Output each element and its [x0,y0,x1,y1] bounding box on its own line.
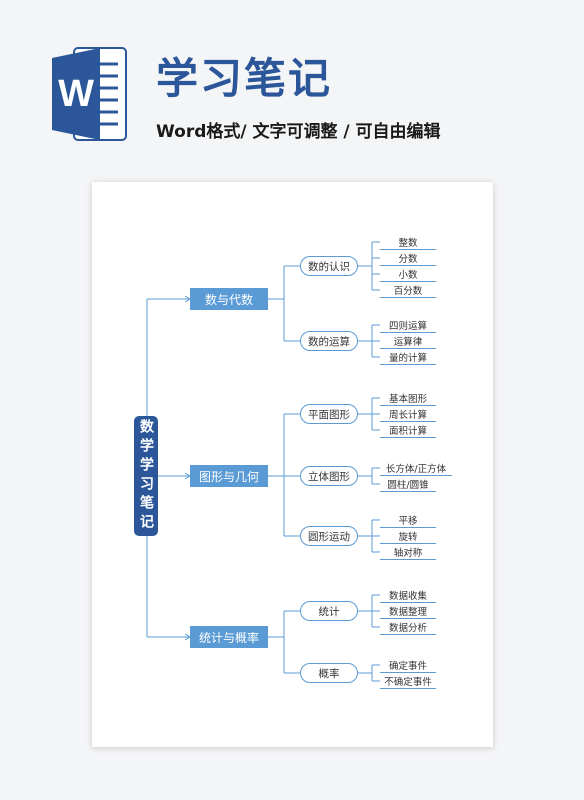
leaf-item: 数据整理 [380,604,436,619]
leaf-item: 平移 [380,513,436,528]
leaf-item: 数据分析 [380,620,436,635]
leaf-item: 量的计算 [380,350,436,365]
document-page: 数学学习笔记 数与代数 数的认识 整数分数小数百分数数的运算 四则运算运算律量的计算图形… [92,182,493,747]
topic-node: 统计 [300,601,358,621]
leaf-item: 分数 [380,251,436,266]
leaf-item: 不确定事件 [380,674,436,689]
branch-node-2: 图形与几何 [190,465,268,487]
leaf-item: 整数 [380,235,436,250]
leaf-item: 长方体/正方体 [380,461,452,476]
page-subtitle: Word格式/ 文字可调整 / 可自由编辑 [156,122,441,142]
word-logo-letter: W [58,73,94,115]
leaf-item: 面积计算 [380,423,436,438]
leaf-item: 小数 [380,267,436,282]
leaf-item: 百分数 [380,283,436,298]
topic-node: 平面图形 [300,404,358,424]
leaf-item: 周长计算 [380,407,436,422]
word-logo-icon: W [52,47,127,141]
leaf-item: 轴对称 [380,545,436,560]
topic-node: 立体图形 [300,466,358,486]
topic-node: 圆形运动 [300,526,358,546]
topic-node: 概率 [300,663,358,683]
leaf-item: 基本图形 [380,391,436,406]
leaf-item: 运算律 [380,334,436,349]
page-title: 学习笔记 [156,54,333,103]
mindmap-root: 数学学习笔记 [134,416,158,536]
leaf-item: 确定事件 [380,658,436,673]
mindmap-connectors [146,241,380,682]
branch-node-1: 数与代数 [190,288,268,310]
leaf-item: 圆柱/圆锥 [380,477,436,492]
branch-node-3: 统计与概率 [190,626,268,648]
leaf-item: 旋转 [380,529,436,544]
leaf-item: 四则运算 [380,318,436,333]
topic-node: 数的认识 [300,256,358,276]
topic-node: 数的运算 [300,331,358,351]
leaf-item: 数据收集 [380,588,436,603]
